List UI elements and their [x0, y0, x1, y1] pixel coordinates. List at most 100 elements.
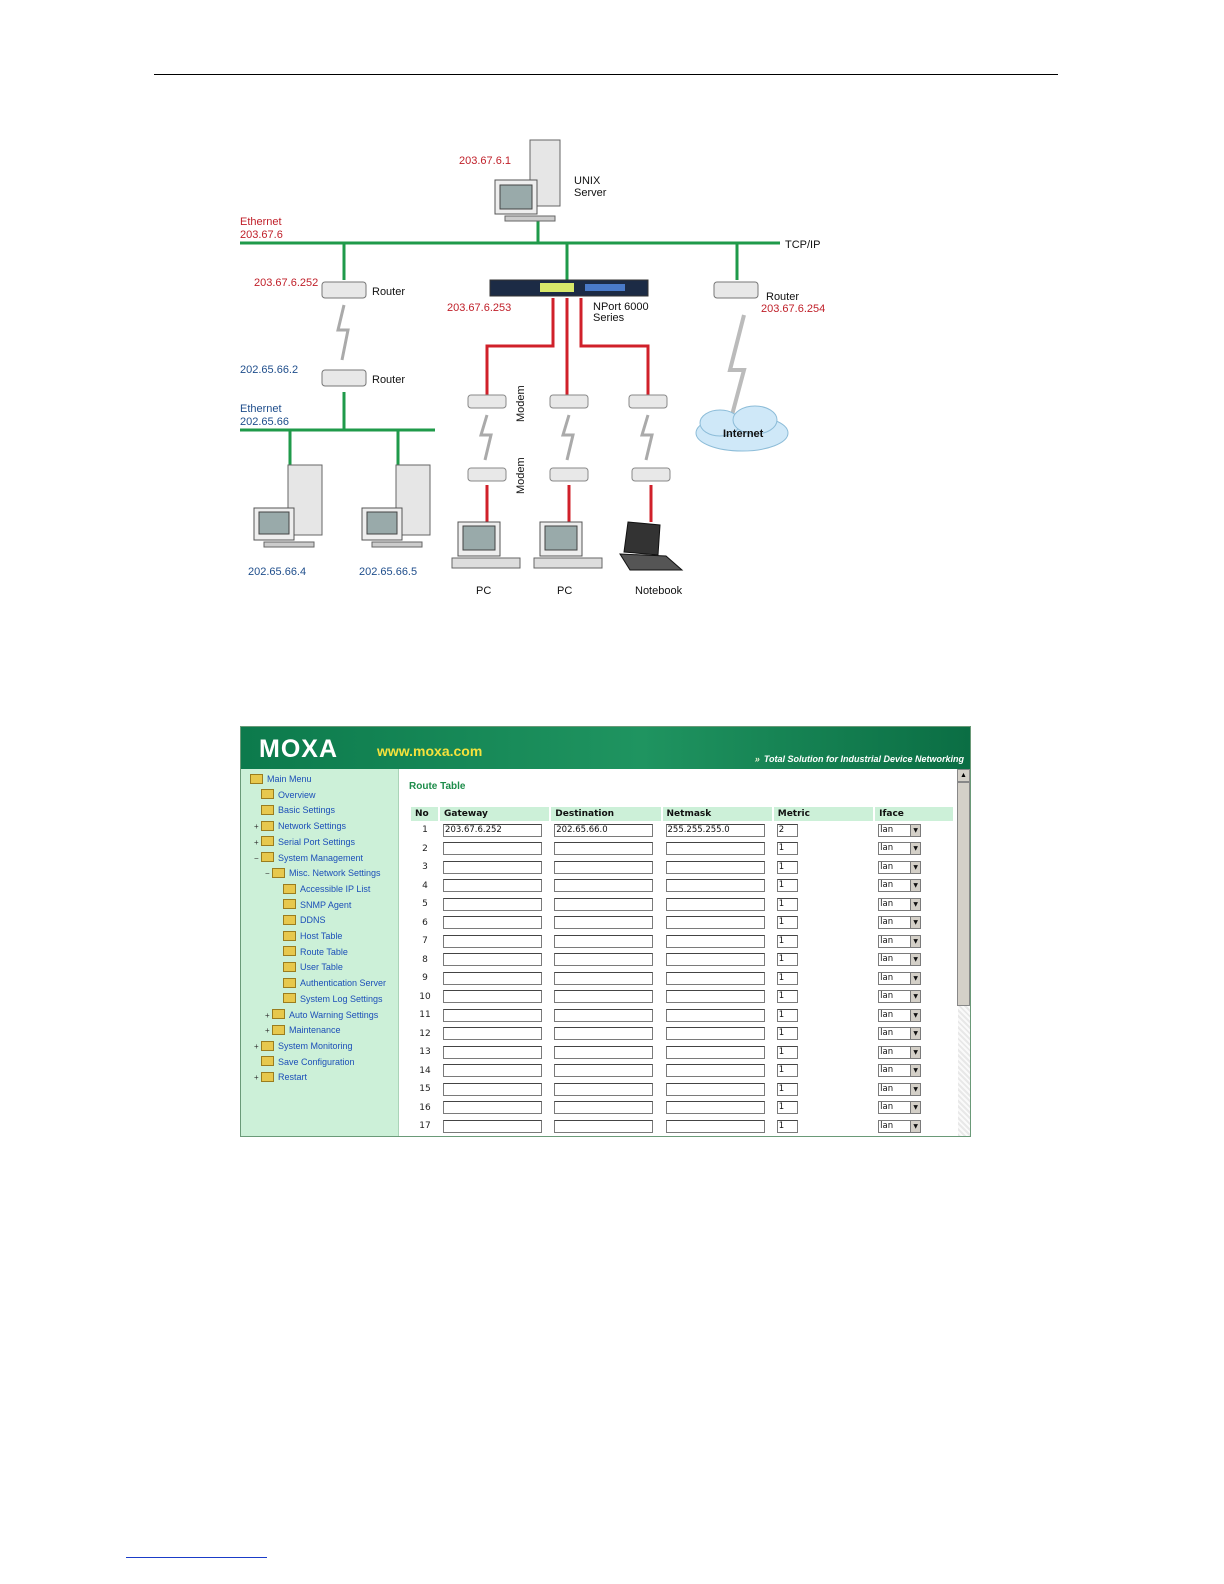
sidebar-item[interactable]: Save Configuration: [254, 1056, 355, 1068]
destination-input[interactable]: [554, 1101, 654, 1115]
metric-input[interactable]: 1: [776, 1082, 798, 1096]
netmask-input[interactable]: [665, 1008, 765, 1022]
gateway-input[interactable]: [443, 971, 543, 985]
sidebar-item[interactable]: +Network Settings: [254, 820, 346, 832]
metric-input[interactable]: 1: [776, 860, 798, 874]
dropdown-arrow-icon[interactable]: ▼: [910, 935, 921, 947]
iface-select[interactable]: lan▼: [878, 934, 922, 948]
gateway-input[interactable]: [443, 990, 543, 1004]
moxa-url[interactable]: www.moxa.com: [377, 743, 483, 759]
gateway-input[interactable]: 203.67.6.252: [443, 823, 543, 837]
iface-select[interactable]: lan▼: [878, 1101, 922, 1115]
metric-input[interactable]: 1: [776, 1045, 798, 1059]
destination-input[interactable]: [554, 897, 654, 911]
destination-input[interactable]: [554, 934, 654, 948]
dropdown-arrow-icon[interactable]: ▼: [910, 1120, 921, 1132]
netmask-input[interactable]: [665, 1082, 765, 1096]
sidebar-item[interactable]: Accessible IP List: [276, 883, 370, 895]
destination-input[interactable]: [554, 842, 654, 856]
sidebar-item[interactable]: −System Management: [254, 852, 363, 864]
netmask-input[interactable]: [665, 953, 765, 967]
metric-input[interactable]: 1: [776, 842, 798, 856]
tree-toggle-icon[interactable]: +: [254, 1073, 259, 1083]
sidebar-item[interactable]: −Misc. Network Settings: [265, 867, 381, 879]
netmask-input[interactable]: [665, 971, 765, 985]
gateway-input[interactable]: [443, 1045, 543, 1059]
gateway-input[interactable]: [443, 1027, 543, 1041]
metric-input[interactable]: 1: [776, 934, 798, 948]
sidebar-item[interactable]: Main Menu: [243, 773, 312, 785]
dropdown-arrow-icon[interactable]: ▼: [910, 954, 921, 966]
netmask-input[interactable]: [665, 990, 765, 1004]
sidebar-item[interactable]: Route Table: [276, 946, 348, 958]
iface-select[interactable]: lan▼: [878, 971, 922, 985]
gateway-input[interactable]: [443, 916, 543, 930]
dropdown-arrow-icon[interactable]: ▼: [910, 1083, 921, 1095]
iface-select[interactable]: lan▼: [878, 1008, 922, 1022]
netmask-input[interactable]: [665, 1119, 765, 1133]
gateway-input[interactable]: [443, 953, 543, 967]
iface-select[interactable]: lan▼: [878, 990, 922, 1004]
netmask-input[interactable]: [665, 1101, 765, 1115]
gateway-input[interactable]: [443, 897, 543, 911]
gateway-input[interactable]: [443, 934, 543, 948]
dropdown-arrow-icon[interactable]: ▼: [910, 917, 921, 929]
sidebar-item[interactable]: SNMP Agent: [276, 899, 351, 911]
destination-input[interactable]: [554, 1045, 654, 1059]
iface-select[interactable]: lan▼: [878, 842, 922, 856]
destination-input[interactable]: [554, 971, 654, 985]
netmask-input[interactable]: [665, 1064, 765, 1078]
iface-select[interactable]: lan▼: [878, 953, 922, 967]
tree-toggle-icon[interactable]: +: [254, 1041, 259, 1051]
destination-input[interactable]: [554, 1082, 654, 1096]
sidebar-item[interactable]: Basic Settings: [254, 804, 335, 816]
sidebar-item[interactable]: Host Table: [276, 930, 342, 942]
tree-toggle-icon[interactable]: −: [265, 869, 270, 879]
iface-select[interactable]: lan▼: [878, 1027, 922, 1041]
gateway-input[interactable]: [443, 1082, 543, 1096]
iface-select[interactable]: lan▼: [878, 823, 922, 837]
sidebar-item[interactable]: +Restart: [254, 1071, 307, 1083]
dropdown-arrow-icon[interactable]: ▼: [910, 972, 921, 984]
destination-input[interactable]: [554, 860, 654, 874]
dropdown-arrow-icon[interactable]: ▼: [910, 991, 921, 1003]
dropdown-arrow-icon[interactable]: ▼: [910, 861, 921, 873]
sidebar-item[interactable]: +Auto Warning Settings: [265, 1009, 378, 1021]
dropdown-arrow-icon[interactable]: ▼: [910, 1102, 921, 1114]
gateway-input[interactable]: [443, 879, 543, 893]
metric-input[interactable]: 2: [776, 823, 798, 837]
sidebar-item[interactable]: +Maintenance: [265, 1024, 341, 1036]
destination-input[interactable]: [554, 1008, 654, 1022]
destination-input[interactable]: [554, 879, 654, 893]
netmask-input[interactable]: [665, 879, 765, 893]
netmask-input[interactable]: 255.255.255.0: [665, 823, 765, 837]
iface-select[interactable]: lan▼: [878, 897, 922, 911]
sidebar-item[interactable]: DDNS: [276, 914, 326, 926]
metric-input[interactable]: 1: [776, 1027, 798, 1041]
netmask-input[interactable]: [665, 842, 765, 856]
netmask-input[interactable]: [665, 860, 765, 874]
gateway-input[interactable]: [443, 842, 543, 856]
gateway-input[interactable]: [443, 1101, 543, 1115]
destination-input[interactable]: [554, 953, 654, 967]
sidebar-item[interactable]: +System Monitoring: [254, 1040, 353, 1052]
iface-select[interactable]: lan▼: [878, 1045, 922, 1059]
iface-select[interactable]: lan▼: [878, 1082, 922, 1096]
metric-input[interactable]: 1: [776, 1101, 798, 1115]
dropdown-arrow-icon[interactable]: ▼: [910, 880, 921, 892]
gateway-input[interactable]: [443, 1064, 543, 1078]
destination-input[interactable]: [554, 990, 654, 1004]
netmask-input[interactable]: [665, 1027, 765, 1041]
dropdown-arrow-icon[interactable]: ▼: [910, 1065, 921, 1077]
tree-toggle-icon[interactable]: +: [265, 1026, 270, 1036]
dropdown-arrow-icon[interactable]: ▼: [910, 1028, 921, 1040]
iface-select[interactable]: lan▼: [878, 916, 922, 930]
netmask-input[interactable]: [665, 1045, 765, 1059]
metric-input[interactable]: 1: [776, 916, 798, 930]
sidebar-item[interactable]: System Log Settings: [276, 993, 383, 1005]
gateway-input[interactable]: [443, 1008, 543, 1022]
sidebar-item[interactable]: Overview: [254, 789, 316, 801]
metric-input[interactable]: 1: [776, 990, 798, 1004]
metric-input[interactable]: 1: [776, 1064, 798, 1078]
tree-toggle-icon[interactable]: −: [254, 853, 259, 863]
